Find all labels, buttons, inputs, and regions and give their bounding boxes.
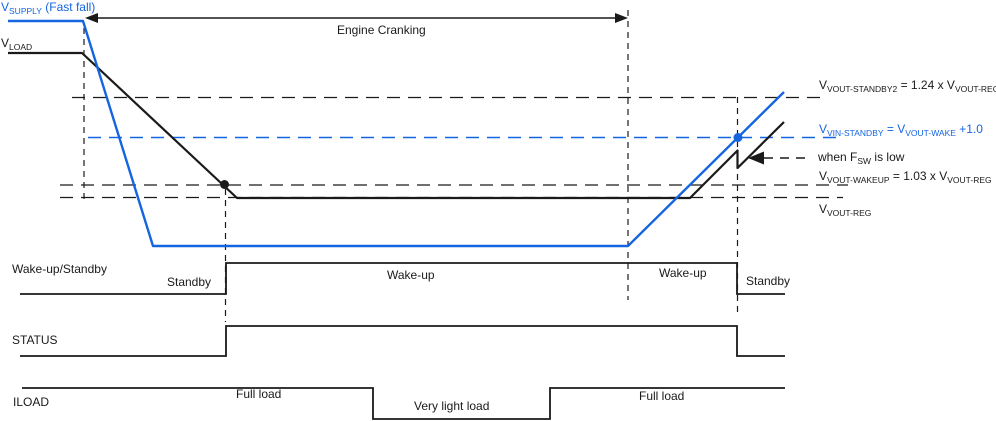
signal-label-standby-2: Standby [746,274,791,288]
signal-label-full-load-1: Full load [236,387,282,401]
vin-standby-threshold-label: VVIN-STANDBY = VVOUT-WAKE +1.0 [819,122,983,138]
iload-row-label: ILOAD [13,395,50,409]
signal-label-wakeup-2: Wake-up [659,266,707,280]
wake-standby-waveform [20,262,785,295]
signal-label-standby-1: Standby [167,275,212,289]
signal-label-wakeup-1: Wake-up [387,268,435,282]
fsw-note-arrowhead-icon [748,151,764,165]
vload-label: VLOAD [1,36,33,52]
engine-cranking-right-arrowhead-icon [615,13,628,23]
vout-wakeup-threshold-label: VVOUT-WAKEUP = 1.03 x VVOUT-REG [819,169,992,185]
status-row-label: STATUS [12,333,58,347]
vsupply-waveform [8,19,785,248]
wake-standby-row-label: Wake-up/Standby [12,262,107,276]
status-waveform [20,325,785,357]
vsupply-standby-threshold-dot [733,133,743,142]
vout-standby2-threshold-label: VVOUT-STANDBY2 = 1.24 x VVOUT-REG [819,78,996,94]
signal-label-very-light-load: Very light load [414,399,490,413]
engine-cranking-label: Engine Cranking [337,23,426,37]
fsw-note-label: when FSW is low [818,150,905,166]
signal-label-full-load-2: Full load [639,389,685,403]
vout-reg-threshold-label: VVOUT-REG [819,202,872,218]
vload-wakeup-threshold-dot [220,180,229,189]
iload-waveform [22,387,785,420]
engine-cranking-left-arrowhead-icon [85,13,98,23]
vload-waveform [8,51,785,200]
vsupply-label: VSUPPLY (Fast fall) [1,0,96,16]
